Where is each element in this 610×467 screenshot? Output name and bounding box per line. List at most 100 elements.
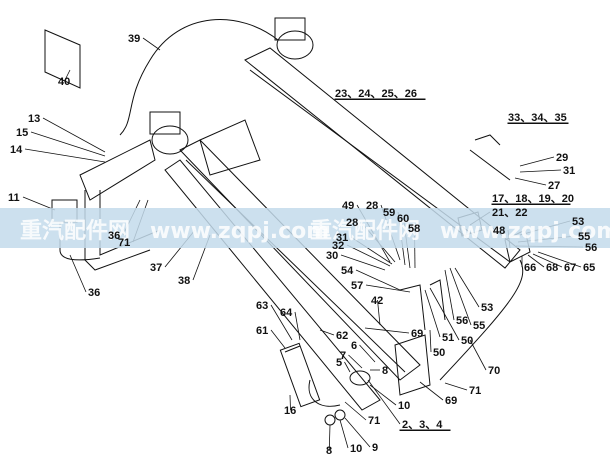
upper-frame-rail (244, 47, 521, 269)
callout-label: 21、22 (492, 207, 527, 219)
plate-40 (44, 29, 81, 89)
leader-line (429, 329, 432, 353)
leader-line (142, 37, 161, 51)
callout-label: 5 (336, 357, 342, 369)
callout-label: 29 (556, 152, 568, 164)
callout-label: 11 (8, 192, 20, 204)
underline-33 (507, 122, 569, 124)
callout-label: 59 (383, 207, 395, 219)
callout-label: 62 (336, 330, 348, 342)
callout-label: 15 (16, 127, 28, 139)
leader-line (367, 379, 401, 425)
lower-bracket (394, 334, 431, 396)
leader-line (532, 253, 563, 268)
callout-label: 27 (548, 180, 560, 192)
leader-line (419, 381, 444, 401)
callout-label: 28 (366, 200, 378, 212)
callout-label: 13 (28, 113, 40, 125)
leader-line (346, 244, 391, 267)
callout-label: 36 (108, 230, 120, 242)
leader-line (270, 304, 293, 341)
pump-mid (151, 125, 189, 155)
leader-line (24, 148, 106, 163)
callout-label: 50 (461, 335, 473, 347)
callout-label: 16 (284, 405, 296, 417)
callout-label: 8 (382, 365, 388, 377)
callout-label: 10 (398, 400, 410, 412)
callout-label: 51 (442, 332, 454, 344)
leader-line (42, 117, 106, 153)
leader-line (519, 169, 562, 173)
callout-label: 57 (351, 280, 363, 292)
callout-label: 33、34、35 (508, 112, 567, 124)
watermark-band (0, 208, 610, 248)
leader-line (514, 177, 547, 186)
leader-line (537, 251, 582, 268)
callout-label: 53 (481, 302, 493, 314)
callout-label: 31 (563, 165, 575, 177)
watermark-text: 重汽配件网 (310, 218, 420, 244)
leader-line (30, 131, 106, 157)
callout-label: 56 (456, 315, 468, 327)
leader-line (429, 287, 460, 341)
callout-label: 2、3、4 (402, 419, 443, 431)
leader-line (344, 401, 367, 421)
callout-label: 40 (58, 76, 70, 88)
callout-label: 70 (488, 365, 500, 377)
rod-33 (469, 149, 511, 181)
underline-17 (491, 203, 571, 205)
callout-label: 66 (524, 262, 536, 274)
leader-line (328, 424, 331, 451)
leader-line (344, 417, 371, 448)
cable-39 (119, 19, 279, 136)
leader-line (319, 329, 335, 336)
callout-label: 53 (572, 216, 584, 228)
callout-label: 32 (332, 240, 344, 252)
leader-line (355, 269, 401, 291)
underline-2 (399, 429, 451, 431)
callout-label: 23、24、25、26 (335, 88, 417, 100)
leader-line (64, 69, 71, 82)
callout-label: 67 (564, 262, 576, 274)
callout-label: 69 (445, 395, 457, 407)
leader-line (294, 311, 301, 341)
callout-label: 65 (583, 262, 595, 274)
underline-23 (334, 98, 426, 100)
leader-line (377, 299, 381, 326)
leader-line (344, 361, 351, 373)
callout-label: 54 (341, 265, 354, 277)
leader-line (444, 269, 455, 321)
leader-line (359, 344, 376, 363)
callout-label: 37 (150, 262, 162, 274)
callout-label: 61 (256, 325, 268, 337)
pin-61 (284, 345, 301, 353)
left-bracket (79, 139, 156, 201)
leader-line (469, 339, 487, 371)
watermark-text: www.zqpj.com (150, 219, 329, 244)
leader-line (339, 419, 349, 449)
callout-label: 14 (10, 144, 23, 156)
leader-line (340, 254, 386, 271)
callout-label: 36 (88, 287, 100, 299)
callout-label: 9 (372, 442, 378, 454)
watermark-text: www.zqpj.com (440, 219, 610, 244)
callout-label: 50 (433, 347, 445, 359)
callout-label: 55 (473, 320, 485, 332)
callout-label: 17、18、19、20 (492, 193, 574, 205)
callout-label: 48 (493, 225, 505, 237)
callout-label: 7 (340, 350, 346, 362)
pump-top (276, 30, 314, 60)
leader-line (454, 267, 480, 308)
leader-line (424, 289, 441, 338)
cylinder-16 (279, 342, 321, 408)
callout-label: 30 (326, 250, 338, 262)
callout-label: 63 (256, 300, 268, 312)
leader-line (22, 196, 56, 211)
tube-70 (439, 259, 524, 381)
callout-label: 56 (585, 242, 597, 254)
callout-label: 64 (280, 307, 293, 319)
callout-label: 10 (350, 443, 362, 455)
leader-line (365, 284, 411, 293)
callout-label: 71 (469, 385, 481, 397)
